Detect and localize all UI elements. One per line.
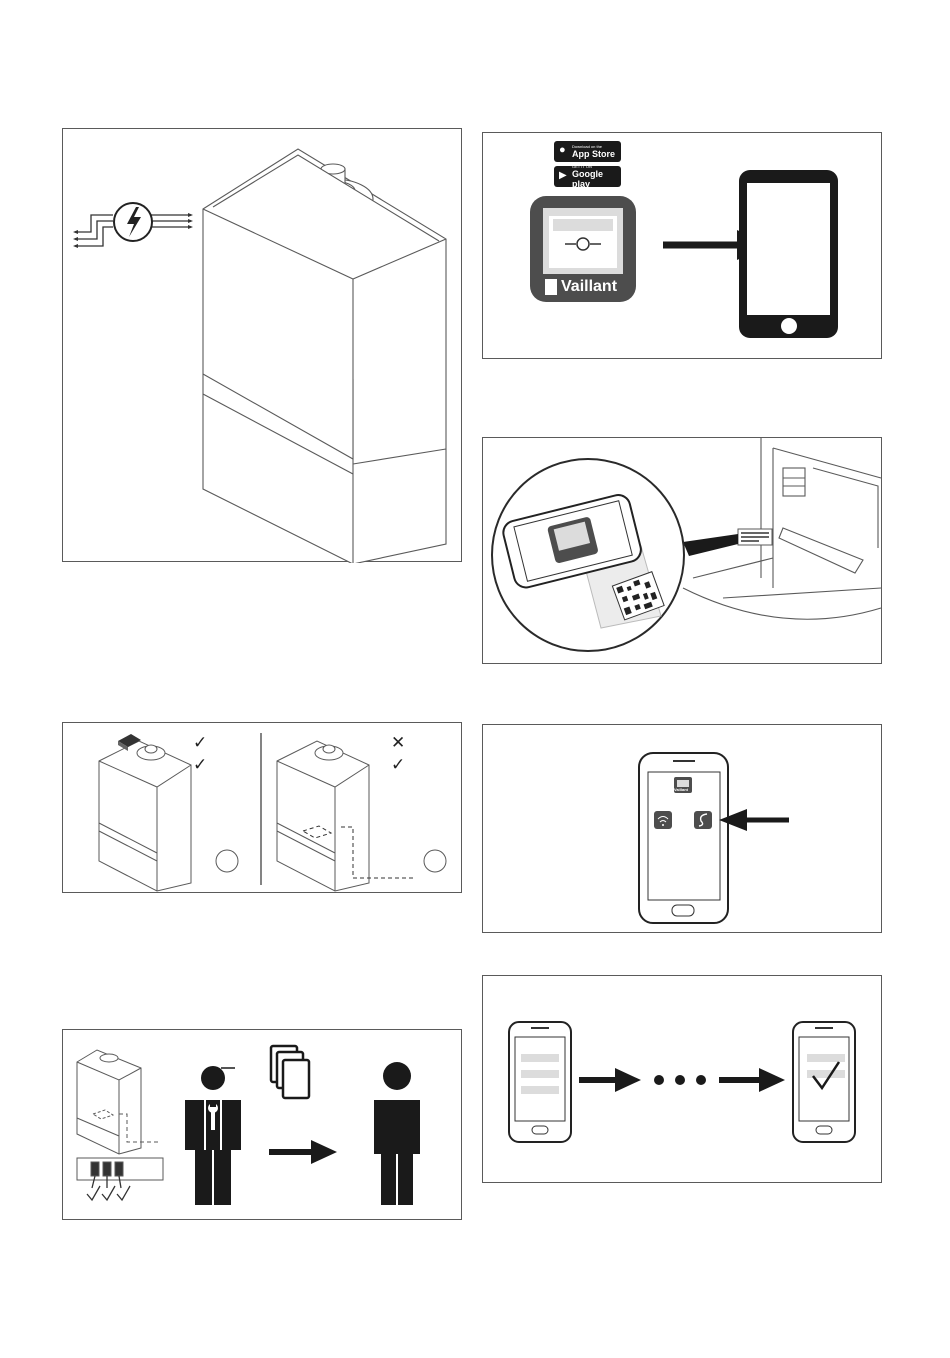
panel-qr-scan — [482, 437, 882, 664]
arrow-right-icon — [269, 1140, 337, 1164]
panel-app-connect: Vaillant — [482, 724, 882, 933]
panel-setup-complete — [482, 975, 882, 1183]
handover-illustration — [63, 1030, 463, 1221]
vaillant-brand-small: Vaillant — [674, 787, 688, 792]
dots-icon — [654, 1075, 706, 1085]
smartphone-icon — [509, 1022, 571, 1142]
qr-scan-illustration — [483, 438, 883, 665]
panel-app-download: ● Download on the App Store ▶ GET IT ON … — [482, 132, 882, 359]
cable-icon — [694, 811, 712, 829]
setup-complete-illustration — [483, 976, 883, 1184]
lightning-icon — [114, 203, 152, 241]
arrow-right-icon — [719, 1068, 785, 1092]
check-icon: ✓ — [193, 757, 207, 774]
smartphone-icon — [739, 170, 838, 338]
panel-power-supply — [62, 128, 462, 562]
app-connect-illustration — [483, 725, 883, 934]
installer-icon — [185, 1066, 241, 1205]
power-supply-illustration — [63, 129, 463, 563]
user-icon — [374, 1062, 420, 1205]
app-download-illustration — [483, 133, 883, 360]
panel-module-placement: ✓ ✓ ✕ ✓ — [62, 722, 462, 893]
cross-icon: ✕ — [391, 735, 405, 752]
check-icon: ✓ — [193, 735, 207, 752]
smartphone-icon — [793, 1022, 855, 1142]
boiler-illustration — [203, 149, 446, 563]
qr-code-icon — [738, 529, 772, 545]
arrow-left-icon — [719, 809, 789, 831]
documents-icon — [271, 1046, 309, 1098]
arrow-right-icon — [579, 1068, 641, 1092]
boiler-illustration — [77, 1050, 163, 1180]
boiler-control-panel — [683, 438, 881, 619]
panel-handover — [62, 1029, 462, 1220]
wifi-icon — [654, 811, 672, 829]
check-icon: ✓ — [391, 757, 405, 774]
vaillant-brand: Vaillant — [561, 278, 617, 296]
